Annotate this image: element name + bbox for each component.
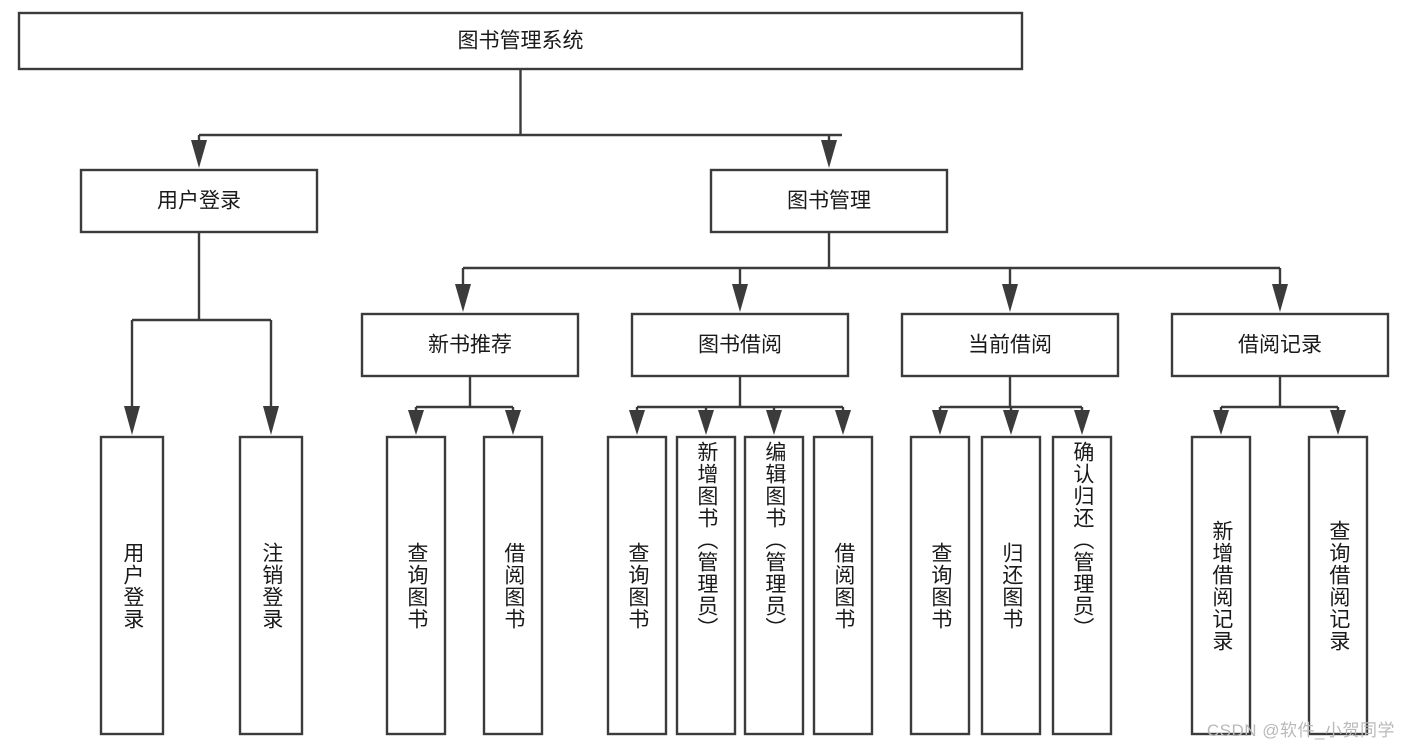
leaf-box-bookborrow-query[interactable] xyxy=(606,435,668,736)
arrow-head-bookborrow-add xyxy=(698,410,714,435)
arrow-head-current-borrow xyxy=(1002,284,1018,312)
leaf-box-newbook-query[interactable] xyxy=(385,435,447,736)
node-root-label: 图书管理系统 xyxy=(458,30,584,53)
arrow-head-borrow-record xyxy=(1272,284,1288,312)
connector-group-user-login xyxy=(124,232,279,435)
node-level3-book-borrow[interactable]: 图书借阅 xyxy=(630,312,850,378)
node-level2-user-login-box[interactable] xyxy=(79,168,319,234)
arrow-head-user-login xyxy=(191,140,207,168)
connector-group-book-manage xyxy=(455,232,1288,312)
node-level3-new-book-rec[interactable]: 新书推荐 xyxy=(360,312,580,378)
node-level3-borrow-record-box[interactable] xyxy=(1170,312,1390,378)
leaf-box-user-login[interactable] xyxy=(99,435,165,736)
node-level2-user-login-label: 用户登录 xyxy=(157,190,241,213)
arrow-head-currentborrow-return xyxy=(1003,410,1019,435)
node-level3-current-borrow-label: 当前借阅 xyxy=(968,334,1052,357)
node-root[interactable]: 图书管理系统 xyxy=(17,11,1024,71)
arrow-head-leaf-user-login xyxy=(124,406,140,435)
arrow-head-newbook-borrow xyxy=(505,410,521,435)
node-level3-borrow-record-label: 借阅记录 xyxy=(1238,334,1322,357)
node-level3-current-borrow-box[interactable] xyxy=(900,312,1120,378)
node-level2-book-manage-box[interactable] xyxy=(709,168,949,234)
node-level3-new-book-rec-label: 新书推荐 xyxy=(428,334,512,357)
node-level3-new-book-rec-box[interactable] xyxy=(360,312,580,378)
arrow-head-currentborrow-confirm xyxy=(1074,410,1090,435)
arrow-head-bookborrow-edit xyxy=(766,410,782,435)
csdn-watermark: CSDN @软件_小贺同学 xyxy=(1206,721,1395,740)
leaf-box-borrowrecord-query[interactable] xyxy=(1307,435,1369,736)
leaf-box-currentborrow-return[interactable] xyxy=(980,435,1042,736)
arrow-head-borrowrecord-add xyxy=(1213,410,1229,435)
arrow-head-bookborrow-borrow xyxy=(835,410,851,435)
connector-group-book-borrow xyxy=(629,376,851,435)
arrow-head-bookborrow-query xyxy=(629,410,645,435)
leaf-box-logout[interactable] xyxy=(238,435,304,736)
arrow-head-borrowrecord-query xyxy=(1330,410,1346,435)
arrow-head-book-manage xyxy=(821,140,837,168)
node-level3-book-borrow-box[interactable] xyxy=(630,312,850,378)
leaf-box-bookborrow-add[interactable] xyxy=(675,435,737,736)
leaf-box-bookborrow-edit[interactable] xyxy=(743,435,805,736)
arrow-head-new-book-rec xyxy=(455,284,471,312)
connector-group-root xyxy=(191,69,842,168)
arrow-head-newbook-query xyxy=(408,410,424,435)
node-level3-current-borrow[interactable]: 当前借阅 xyxy=(900,312,1120,378)
leaf-box-currentborrow-query[interactable] xyxy=(909,435,971,736)
connector-group-new-book-rec xyxy=(408,376,521,435)
connector-group-borrow-record xyxy=(1213,376,1346,435)
node-level3-book-borrow-label: 图书借阅 xyxy=(698,334,782,357)
leaf-box-borrowrecord-add[interactable] xyxy=(1190,435,1252,736)
leaf-box-bookborrow-borrow[interactable] xyxy=(812,435,874,736)
connector-group-current-borrow xyxy=(932,376,1090,435)
arrow-head-book-borrow xyxy=(732,284,748,312)
node-root-box[interactable] xyxy=(17,11,1024,71)
leaf-boxes xyxy=(99,435,1369,736)
node-level2-user-login[interactable]: 用户登录 xyxy=(79,168,319,234)
leaf-box-currentborrow-confirm[interactable] xyxy=(1051,435,1113,736)
arrow-head-currentborrow-query xyxy=(932,410,948,435)
arrow-head-leaf-logout xyxy=(263,406,279,435)
node-level2-book-manage-label: 图书管理 xyxy=(787,190,871,213)
node-level3-borrow-record[interactable]: 借阅记录 xyxy=(1170,312,1390,378)
node-level2-book-manage[interactable]: 图书管理 xyxy=(709,168,949,234)
leaf-box-newbook-borrow[interactable] xyxy=(482,435,544,736)
